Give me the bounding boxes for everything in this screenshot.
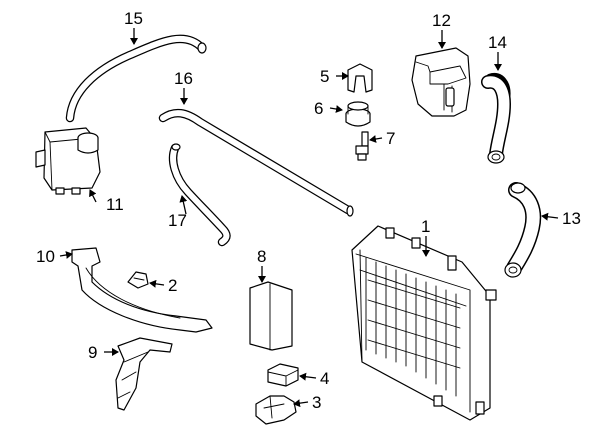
leader-6	[329, 105, 343, 113]
part-4-mount	[267, 363, 299, 387]
part-3-lower-mount	[255, 395, 297, 425]
callout-12: 12	[432, 11, 451, 30]
callout-6: 6	[314, 99, 323, 118]
callout-3: 3	[312, 393, 321, 412]
part-16-bypass-hose	[158, 108, 354, 217]
callout-leaders	[59, 28, 559, 408]
part-10-bracket	[71, 247, 213, 333]
part-11-coolant-reservoir	[35, 127, 101, 195]
callout-8: 8	[257, 247, 266, 266]
callout-17: 17	[168, 211, 187, 230]
part-13-hose	[504, 182, 542, 278]
leader-13	[541, 212, 559, 221]
part-12-fan-shroud	[411, 47, 471, 117]
callout-1: 1	[421, 217, 430, 236]
callout-10: 10	[36, 247, 55, 266]
part-6-cap	[345, 101, 371, 127]
part-5-clip	[347, 63, 373, 93]
callout-13: 13	[562, 209, 581, 228]
part-17-vent-hose	[168, 143, 231, 247]
part-8-seal	[249, 281, 293, 351]
leader-17	[179, 195, 188, 215]
callout-14: 14	[488, 33, 507, 52]
leader-2	[149, 279, 165, 288]
part-14-hose	[481, 72, 511, 164]
callout-2: 2	[168, 276, 177, 295]
part-9-deflector	[115, 337, 173, 411]
callout-4: 4	[320, 369, 329, 388]
callout-labels: 15 16 17 11 5 6 7 12 14 13 1 10 2 8 9 4 …	[36, 9, 581, 412]
leader-11	[89, 189, 97, 203]
callout-16: 16	[174, 69, 193, 88]
leader-4	[299, 372, 317, 381]
callout-15: 15	[124, 9, 143, 28]
part-1-radiator	[351, 225, 497, 421]
callout-7: 7	[386, 129, 395, 148]
callout-9: 9	[88, 343, 97, 362]
part-2-grommet	[127, 271, 149, 289]
callout-5: 5	[320, 67, 329, 86]
leader-7	[369, 135, 383, 143]
callout-11: 11	[106, 195, 124, 214]
leader-10	[59, 251, 73, 259]
part-15-upper-hose	[65, 34, 207, 123]
leader-3	[293, 399, 309, 408]
part-7-sensor	[355, 131, 369, 161]
